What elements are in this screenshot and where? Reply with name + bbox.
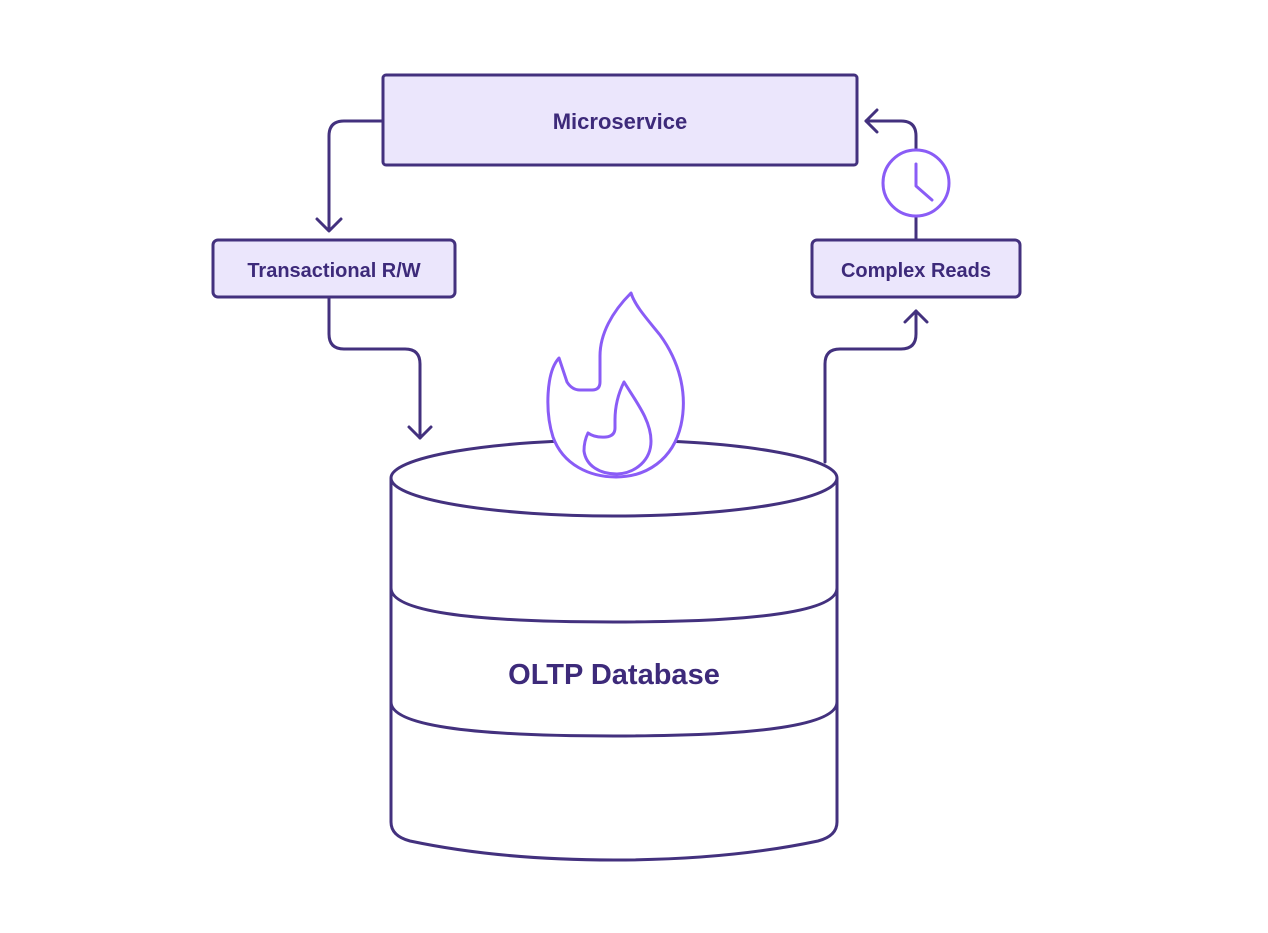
transactional-node: Transactional R/W [211,238,457,299]
transactional-label: Transactional R/W [247,260,420,282]
connector-database-to-complex-reads [823,309,929,464]
transactional-box [211,238,457,299]
clock-icon [881,148,951,218]
flame-inner [582,380,653,476]
complex-reads-node: Complex Reads [810,238,1022,299]
microservice-label: Microservice [553,109,688,134]
connector-microservice-to-transactional [315,119,385,233]
database-label: OLTP Database [508,659,720,691]
arrowhead-down-icon [407,425,433,440]
complex-reads-label: Complex Reads [841,260,991,282]
database-node: OLTP Database [389,438,839,862]
arrowhead-up-icon [903,309,929,324]
arrowhead-left-icon [864,108,879,134]
database-ring-upper [389,587,839,624]
connector-complex-reads-to-microservice [864,108,918,242]
database-ring-lower [389,701,839,738]
flame-icon [546,291,685,479]
microservice-node: Microservice [381,73,859,167]
arrowhead-down-icon [315,217,343,233]
complex-reads-box [810,238,1022,299]
microservice-box [381,73,859,167]
connector-transactional-to-database [327,296,433,440]
database-body [389,478,839,862]
